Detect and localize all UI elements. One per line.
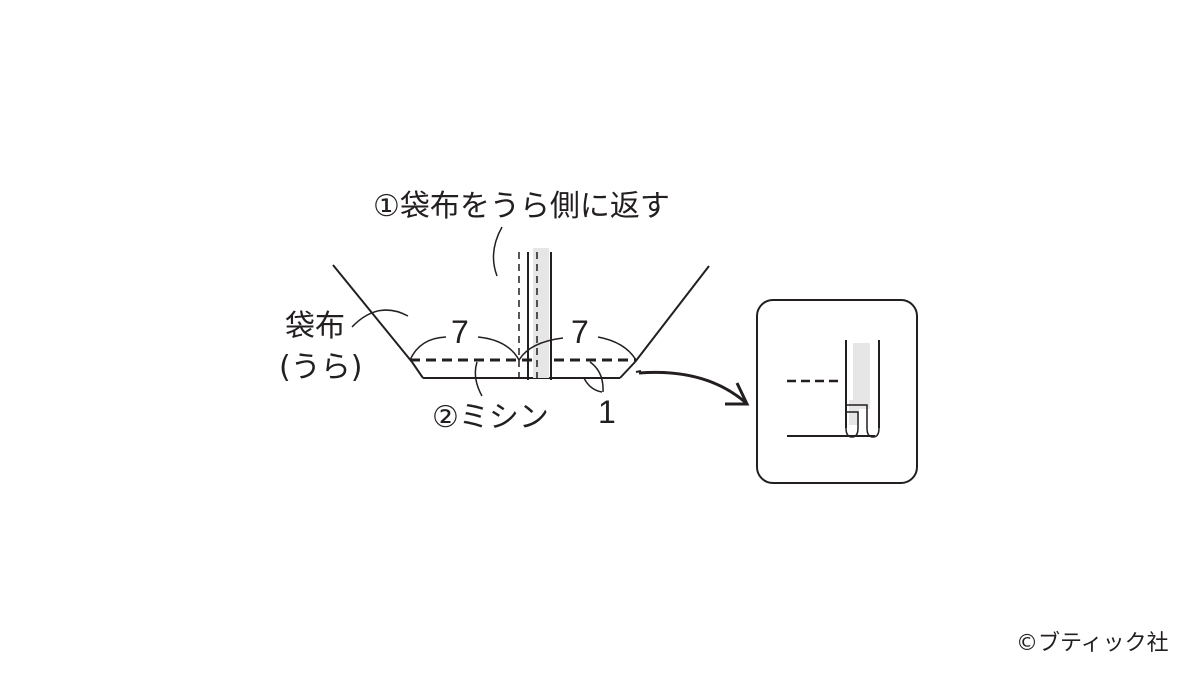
step1-label: ①袋布をうら側に返す [373, 189, 670, 224]
dim-right-arc-b [597, 336, 637, 361]
tick-mark [635, 370, 642, 373]
bag-left-corner [411, 361, 424, 379]
fabric-label-line1: 袋布 [285, 309, 345, 344]
dim-right-arc-a [518, 337, 564, 361]
step1-leader [492, 226, 503, 277]
detail-arrow-curve [638, 370, 746, 404]
copyright-text: ©ブティック社 [1016, 631, 1169, 656]
center-strip-shading [533, 248, 549, 378]
dim-seam-arc-a [583, 377, 603, 393]
dim-left-arc-b [477, 336, 520, 361]
dimension-left: 7 [451, 314, 469, 350]
detail-inset-frame [756, 299, 918, 484]
fabric-leader [351, 309, 409, 328]
step2-label: ②ミシン [432, 400, 549, 435]
fabric-label-line2: (うら) [279, 350, 363, 385]
bag-left-edge [332, 264, 413, 363]
bag-right-corner [619, 361, 636, 379]
dimension-seam: 1 [598, 394, 616, 430]
dim-seam-arc-b [589, 361, 604, 393]
step2-leader [474, 361, 483, 397]
dim-left-arc-a [409, 336, 447, 361]
arrow-head-icon [725, 382, 750, 406]
dimension-right: 7 [571, 314, 589, 350]
detail-shading [853, 343, 870, 409]
bag-right-edge [634, 265, 710, 363]
